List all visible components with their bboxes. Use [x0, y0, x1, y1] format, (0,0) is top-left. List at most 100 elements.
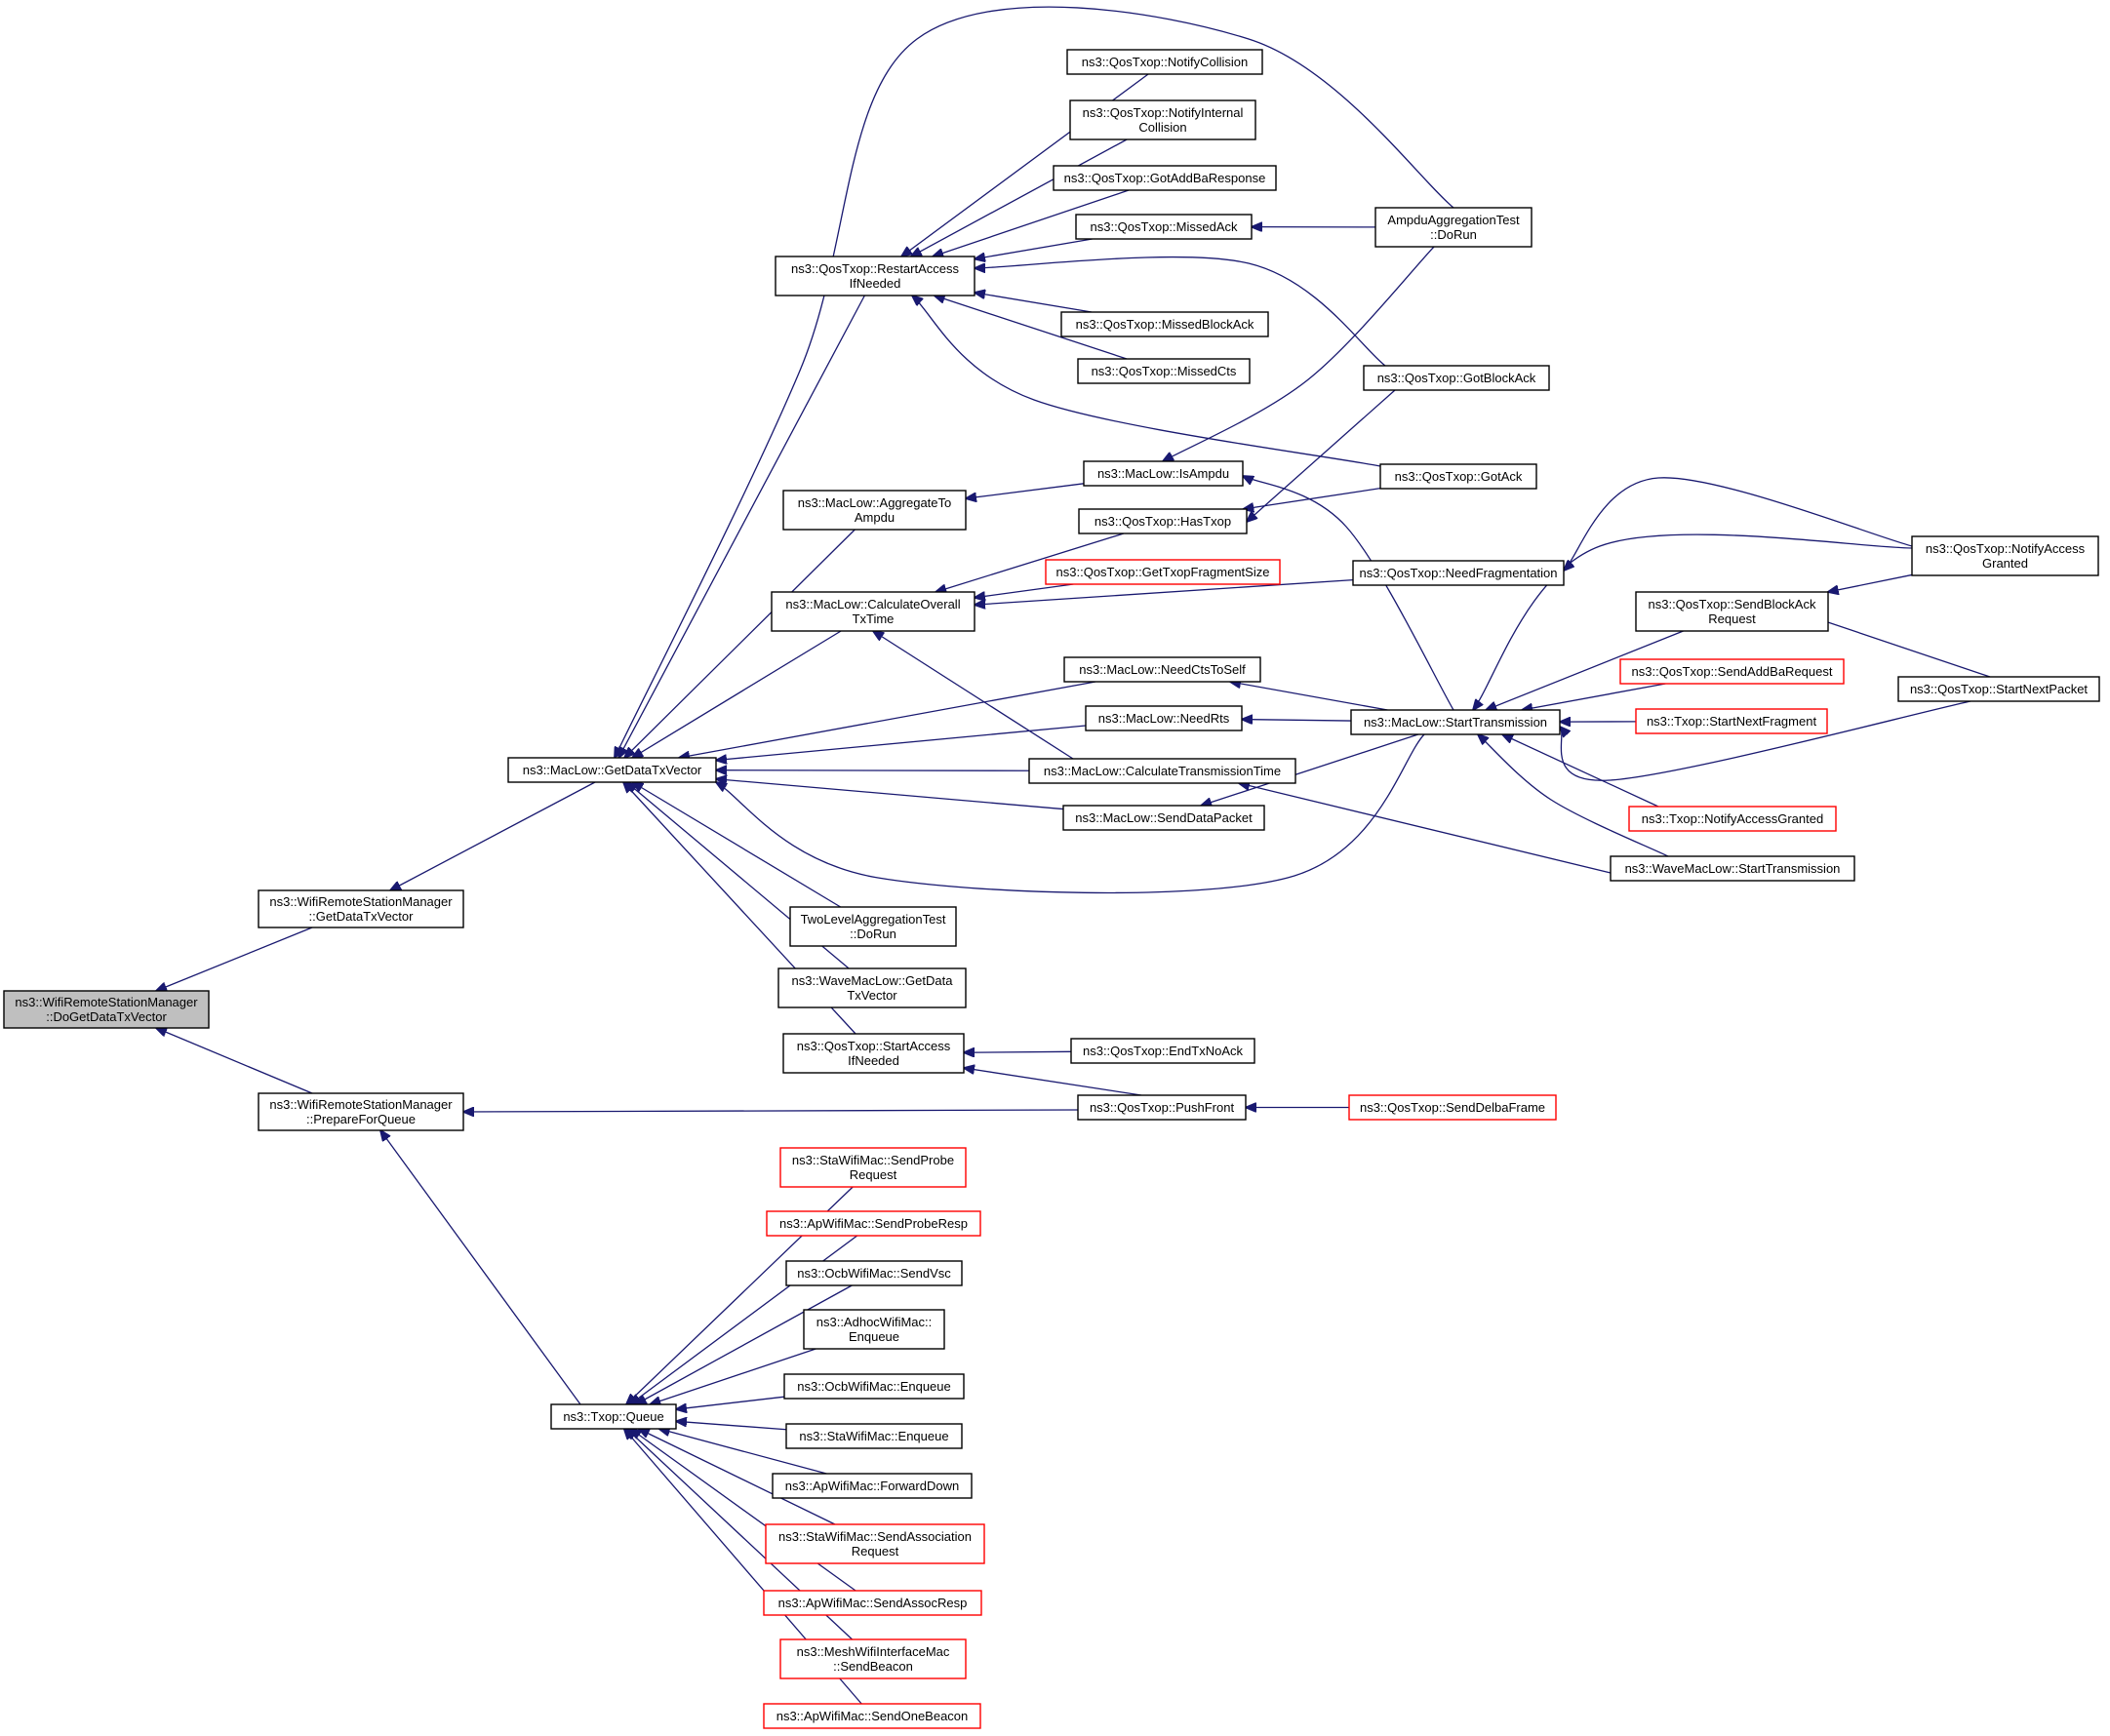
function-node[interactable]: ns3::ApWifiMac::SendProbeResp: [766, 1210, 981, 1237]
function-node[interactable]: ns3::QosTxop::NeedFragmentation: [1352, 560, 1565, 586]
node-label: ns3::MacLow::CalculateOverall: [785, 597, 960, 612]
function-node[interactable]: ns3::MacLow::NeedCtsToSelf: [1063, 656, 1261, 683]
function-node[interactable]: ns3::QosTxop::NotifyAccessGranted: [1911, 535, 2099, 576]
call-edge: [639, 1429, 836, 1525]
call-edge: [964, 1051, 1072, 1052]
function-node[interactable]: ns3::QosTxop::SendAddBaRequest: [1619, 658, 1845, 685]
node-box: [1075, 214, 1253, 240]
node-label: IfNeeded: [850, 276, 901, 291]
function-node[interactable]: ns3::WifiRemoteStationManager::PrepareFo…: [258, 1092, 464, 1131]
node-box: [785, 1260, 963, 1286]
function-node[interactable]: ns3::QosTxop::GotBlockAck: [1363, 365, 1550, 391]
node-label: ns3::WifiRemoteStationManager: [269, 894, 453, 909]
node-box: [1348, 1094, 1557, 1121]
call-edge: [964, 1068, 1142, 1096]
function-node[interactable]: ns3::QosTxop::GotAddBaResponse: [1053, 165, 1277, 191]
node-layer: ns3::WifiRemoteStationManager::DoGetData…: [3, 49, 2100, 1729]
function-node[interactable]: ns3::ApWifiMac::SendOneBeacon: [763, 1703, 981, 1729]
function-node[interactable]: ns3::MacLow::CalculateTransmissionTime: [1028, 758, 1296, 784]
function-node[interactable]: ns3::QosTxop::GotAck: [1379, 463, 1537, 490]
call-edge: [676, 1421, 787, 1431]
function-node[interactable]: ns3::QosTxop::SendDelbaFrame: [1348, 1094, 1557, 1121]
node-label: ns3::MacLow::NeedRts: [1098, 711, 1230, 726]
node-label: ns3::WaveMacLow::StartTransmission: [1625, 861, 1841, 876]
function-node[interactable]: ns3::Txop::StartNextFragment: [1635, 708, 1828, 734]
node-label: ns3::QosTxop::NeedFragmentation: [1359, 566, 1557, 580]
node-label: ns3::AdhocWifiMac::: [816, 1315, 933, 1329]
node-box: [1635, 708, 1828, 734]
function-node[interactable]: ns3::QosTxop::NotifyCollision: [1066, 49, 1263, 75]
node-label: ns3::ApWifiMac::ForwardDown: [785, 1479, 959, 1493]
node-box: [1619, 658, 1845, 685]
node-box: [1350, 709, 1561, 735]
call-edge: [1522, 683, 1666, 710]
function-node[interactable]: ns3::QosTxop::EndTxNoAck: [1070, 1038, 1255, 1064]
function-node[interactable]: ns3::ApWifiMac::SendAssocResp: [763, 1590, 982, 1616]
function-node[interactable]: ns3::QosTxop::StartNextPacket: [1897, 676, 2100, 702]
node-box: [1062, 805, 1265, 831]
node-box: [3, 990, 210, 1029]
node-box: [783, 1373, 965, 1400]
call-edge: [1163, 246, 1435, 461]
node-box: [507, 757, 717, 783]
node-box: [1085, 705, 1243, 731]
call-edge: [624, 529, 856, 758]
node-label: Request: [852, 1544, 899, 1558]
function-node[interactable]: ns3::WaveMacLow::StartTransmission: [1610, 855, 1855, 882]
call-edge: [676, 1396, 785, 1409]
call-edge: [1560, 700, 1971, 781]
function-node[interactable]: ns3::Txop::Queue: [550, 1403, 677, 1430]
node-label: ns3::QosTxop::GotBlockAck: [1377, 371, 1536, 385]
node-label: ns3::MeshWifiInterfaceMac: [797, 1644, 950, 1659]
node-box: [779, 1638, 967, 1679]
node-label: ns3::QosTxop::SendDelbaFrame: [1360, 1100, 1545, 1115]
node-label: ns3::ApWifiMac::SendProbeResp: [779, 1216, 968, 1231]
function-node[interactable]: ns3::QosTxop::PushFront: [1077, 1094, 1247, 1121]
function-node[interactable]: ns3::QosTxop::HasTxop: [1078, 508, 1248, 534]
node-label: TxVector: [847, 988, 897, 1003]
node-label: Collision: [1138, 120, 1186, 135]
node-box: [777, 967, 967, 1008]
function-node[interactable]: ns3::MeshWifiInterfaceMac::SendBeacon: [779, 1638, 967, 1679]
function-node[interactable]: ns3::QosTxop::MissedCts: [1077, 358, 1251, 384]
call-edge: [1230, 682, 1388, 711]
function-node[interactable]: ns3::MacLow::SendDataPacket: [1062, 805, 1265, 831]
function-node[interactable]: AmpduAggregationTest::DoRun: [1374, 207, 1533, 248]
call-edge: [873, 631, 1074, 760]
node-label: ns3::ApWifiMac::SendOneBeacon: [776, 1709, 969, 1723]
node-label: ns3::OcbWifiMac::Enqueue: [797, 1379, 951, 1394]
function-node[interactable]: ns3::OcbWifiMac::SendVsc: [785, 1260, 963, 1286]
function-node[interactable]: ns3::MacLow::StartTransmission: [1350, 709, 1561, 735]
call-edge: [1242, 720, 1352, 721]
function-node[interactable]: ns3::Txop::NotifyAccessGranted: [1628, 806, 1837, 832]
function-node[interactable]: ns3::MacLow::NeedRts: [1085, 705, 1243, 731]
node-label: ns3::MacLow::CalculateTransmissionTime: [1044, 764, 1281, 778]
node-label: ns3::StaWifiMac::SendAssociation: [778, 1529, 972, 1544]
function-node[interactable]: ns3::MacLow::GetDataTxVector: [507, 757, 717, 783]
function-node[interactable]: ns3::StaWifiMac::Enqueue: [785, 1423, 963, 1449]
function-node[interactable]: ns3::WifiRemoteStationManager::GetDataTx…: [258, 889, 464, 928]
function-node[interactable]: ns3::QosTxop::MissedBlockAck: [1060, 311, 1269, 337]
node-box: [1363, 365, 1550, 391]
node-box: [779, 1147, 967, 1188]
function-node[interactable]: ns3::ApWifiMac::ForwardDown: [772, 1473, 973, 1499]
function-node[interactable]: ns3::QosTxop::MissedAck: [1075, 214, 1253, 240]
function-node[interactable]: ns3::OcbWifiMac::Enqueue: [783, 1373, 965, 1400]
function-node[interactable]: ns3::WaveMacLow::GetDataTxVector: [777, 967, 967, 1008]
function-node[interactable]: ns3::QosTxop::GetTxopFragmentSize: [1045, 559, 1281, 585]
function-node[interactable]: ns3::AdhocWifiMac::Enqueue: [803, 1309, 945, 1350]
call-edge: [679, 681, 1096, 758]
node-label: ns3::QosTxop::HasTxop: [1095, 514, 1231, 529]
function-node[interactable]: ns3::MacLow::IsAmpdu: [1083, 460, 1244, 487]
function-node[interactable]: TwoLevelAggregationTest::DoRun: [789, 906, 957, 947]
node-label: ::DoRun: [850, 927, 896, 941]
